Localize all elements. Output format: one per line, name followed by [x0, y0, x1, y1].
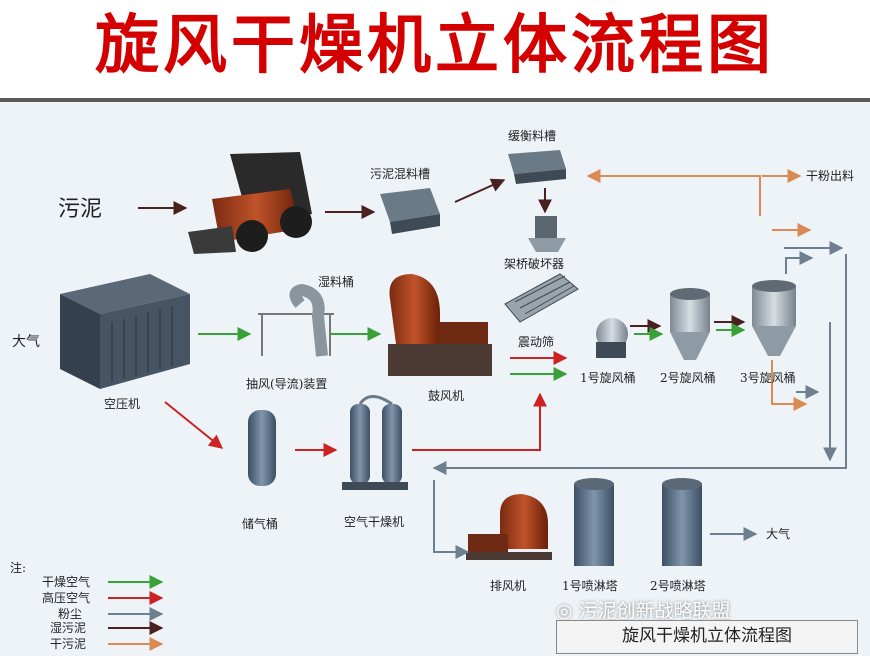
wet-sludge-arrows [138, 178, 746, 333]
spray-tower-1 [574, 478, 614, 566]
label-cyclone-1: 1号旋风桶 [580, 370, 636, 385]
legend-title: 注: [10, 560, 26, 575]
legend: 注: 干燥空气 高压空气 粉尘 湿污泥 干污泥 [10, 560, 164, 651]
bridge-breaker [528, 216, 566, 252]
dry-sludge-arrows [586, 169, 812, 411]
vibrating-screen [504, 273, 579, 323]
label-exhaust-fan: 排风机 [490, 579, 526, 593]
dry-air-arrows [198, 323, 746, 381]
high-pressure-arrows [164, 351, 568, 457]
label-sludge: 污泥 [58, 197, 102, 222]
buffer-tank [508, 150, 566, 184]
label-dry-powder-out: 干粉出料 [806, 169, 854, 183]
label-spray-tower-1: 1号喷淋塔 [562, 579, 618, 593]
label-gas-tank: 储气桶 [242, 516, 278, 531]
label-bridge-breaker: 架桥破坏器 [504, 256, 564, 271]
label-blower: 鼓风机 [428, 389, 464, 403]
label-spray-tower-2: 2号喷淋塔 [650, 579, 706, 593]
label-air-compressor: 空压机 [104, 397, 140, 411]
wechat-icon: ◎ [556, 600, 573, 622]
label-atmosphere-in: 大气 [12, 334, 40, 350]
label-buffer-tank: 缓衡料槽 [508, 129, 556, 143]
cyclone-2 [670, 288, 710, 360]
air-dryer [342, 395, 408, 490]
diagram-board: 污泥 缓衡料槽 污泥混料槽 干粉出料 架桥破坏器 湿料桶 大气 空压机 抽风(导… [0, 98, 870, 656]
mix-tank [380, 188, 440, 234]
flow-diagram: 污泥 缓衡料槽 污泥混料槽 干粉出料 架桥破坏器 湿料桶 大气 空压机 抽风(导… [10, 129, 854, 651]
label-vibrating-screen: 震动筛 [518, 334, 554, 349]
air-compressor [60, 274, 190, 389]
label-atmosphere-out: 大气 [766, 526, 790, 541]
label-cyclone-3: 3号旋风桶 [740, 370, 796, 385]
dust-arrows [432, 241, 847, 559]
loader-machine [188, 152, 312, 254]
watermark: ◎ 污泥创新战略联盟 [556, 596, 846, 622]
legend-label: 粉尘 [58, 607, 82, 621]
label-mix-tank: 污泥混料槽 [370, 167, 430, 181]
legend-label: 干燥空气 [42, 574, 90, 589]
legend-label: 高压空气 [42, 590, 90, 605]
label-suction-device: 抽风(导流)装置 [246, 377, 327, 391]
watermark-text: 污泥创新战略联盟 [578, 600, 731, 622]
footer-title: 旋风干燥机立体流程图 [556, 620, 858, 654]
spray-tower-2 [662, 478, 702, 566]
legend-label: 干污泥 [50, 637, 86, 651]
suction-device [258, 283, 334, 357]
label-cyclone-2: 2号旋风桶 [660, 370, 716, 385]
exhaust-fan [466, 494, 552, 560]
cyclone-3 [752, 280, 796, 356]
cyclone-1 [596, 318, 628, 358]
legend-label: 湿污泥 [50, 620, 86, 635]
gas-tank [248, 410, 276, 486]
blower [388, 274, 492, 376]
label-air-dryer: 空气干燥机 [344, 514, 404, 529]
page-title: 旋风干燥机立体流程图 [95, 8, 775, 83]
label-wet-tank: 湿料桶 [318, 274, 354, 289]
